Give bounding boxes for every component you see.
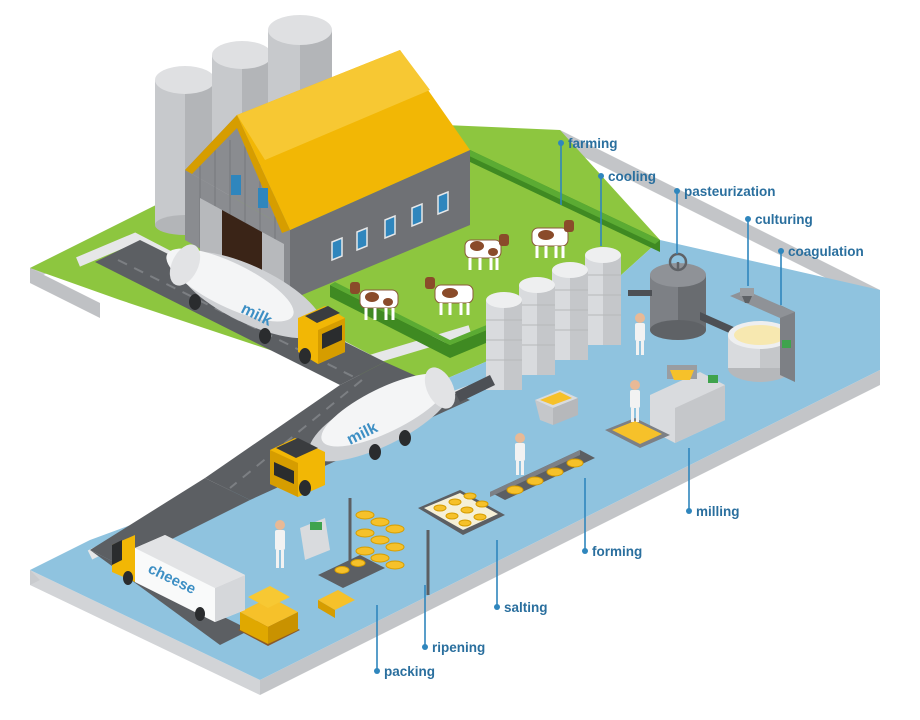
forming-hopper (535, 390, 578, 425)
stage-labels: farming cooling pasteurization culturing… (374, 136, 864, 679)
culture-dispenser (740, 288, 754, 303)
cooling-tanks (455, 247, 621, 402)
cow (425, 277, 474, 315)
barn (185, 50, 470, 302)
truck-cab (270, 438, 325, 497)
svg-text:culturing: culturing (755, 212, 813, 227)
worker (275, 520, 285, 568)
cooling-tank (552, 262, 588, 360)
pasteurization-vessel (628, 252, 745, 340)
cooling-tank (519, 277, 555, 375)
svg-text:milling: milling (696, 504, 740, 519)
truck-cab (298, 306, 345, 364)
barn-window (231, 175, 241, 195)
truck-cab (112, 535, 135, 582)
packing-station (238, 518, 385, 646)
workers (275, 313, 645, 568)
label-cooling: cooling (598, 169, 656, 246)
svg-text:salting: salting (504, 600, 548, 615)
label-forming: forming (582, 478, 642, 559)
milk-tanker-truck-top: milk (166, 244, 345, 364)
ripening-rack (348, 498, 430, 595)
label-salting: salting (494, 540, 548, 615)
cow (464, 234, 509, 270)
label-farming: farming (558, 136, 618, 205)
milk-tanker-truck-bottom: milk (270, 367, 456, 497)
svg-text:packing: packing (384, 664, 435, 679)
coagulation-vat (728, 288, 795, 382)
cooling-tank (486, 292, 522, 390)
cheese-box (318, 590, 355, 618)
milled-curd-tray (605, 418, 670, 448)
svg-text:forming: forming (592, 544, 642, 559)
cow (531, 220, 574, 258)
milling-machine (605, 365, 725, 448)
cheese-delivery-truck: cheese (112, 535, 245, 622)
svg-text:coagulation: coagulation (788, 244, 864, 259)
worker (630, 380, 640, 422)
worker (635, 313, 645, 355)
cooling-tank (585, 247, 621, 345)
barn-window (258, 188, 268, 208)
label-culturing: culturing (745, 212, 813, 286)
forming-line (490, 390, 595, 500)
svg-text:ripening: ripening (432, 640, 485, 655)
label-pasteurization: pasteurization (674, 184, 776, 254)
label-coagulation: coagulation (778, 244, 864, 305)
svg-text:pasteurization: pasteurization (684, 184, 776, 199)
label-ripening: ripening (422, 585, 485, 655)
worker (515, 433, 525, 475)
label-milling: milling (686, 448, 740, 519)
barn-side-windows (331, 190, 449, 262)
salting-tray (418, 490, 505, 535)
svg-text:farming: farming (568, 136, 618, 151)
pallet-of-boxes (238, 586, 300, 646)
svg-text:cooling: cooling (608, 169, 656, 184)
label-packing: packing (374, 605, 435, 679)
cow (350, 282, 399, 320)
cows (350, 220, 574, 320)
factory-floor (30, 240, 880, 680)
